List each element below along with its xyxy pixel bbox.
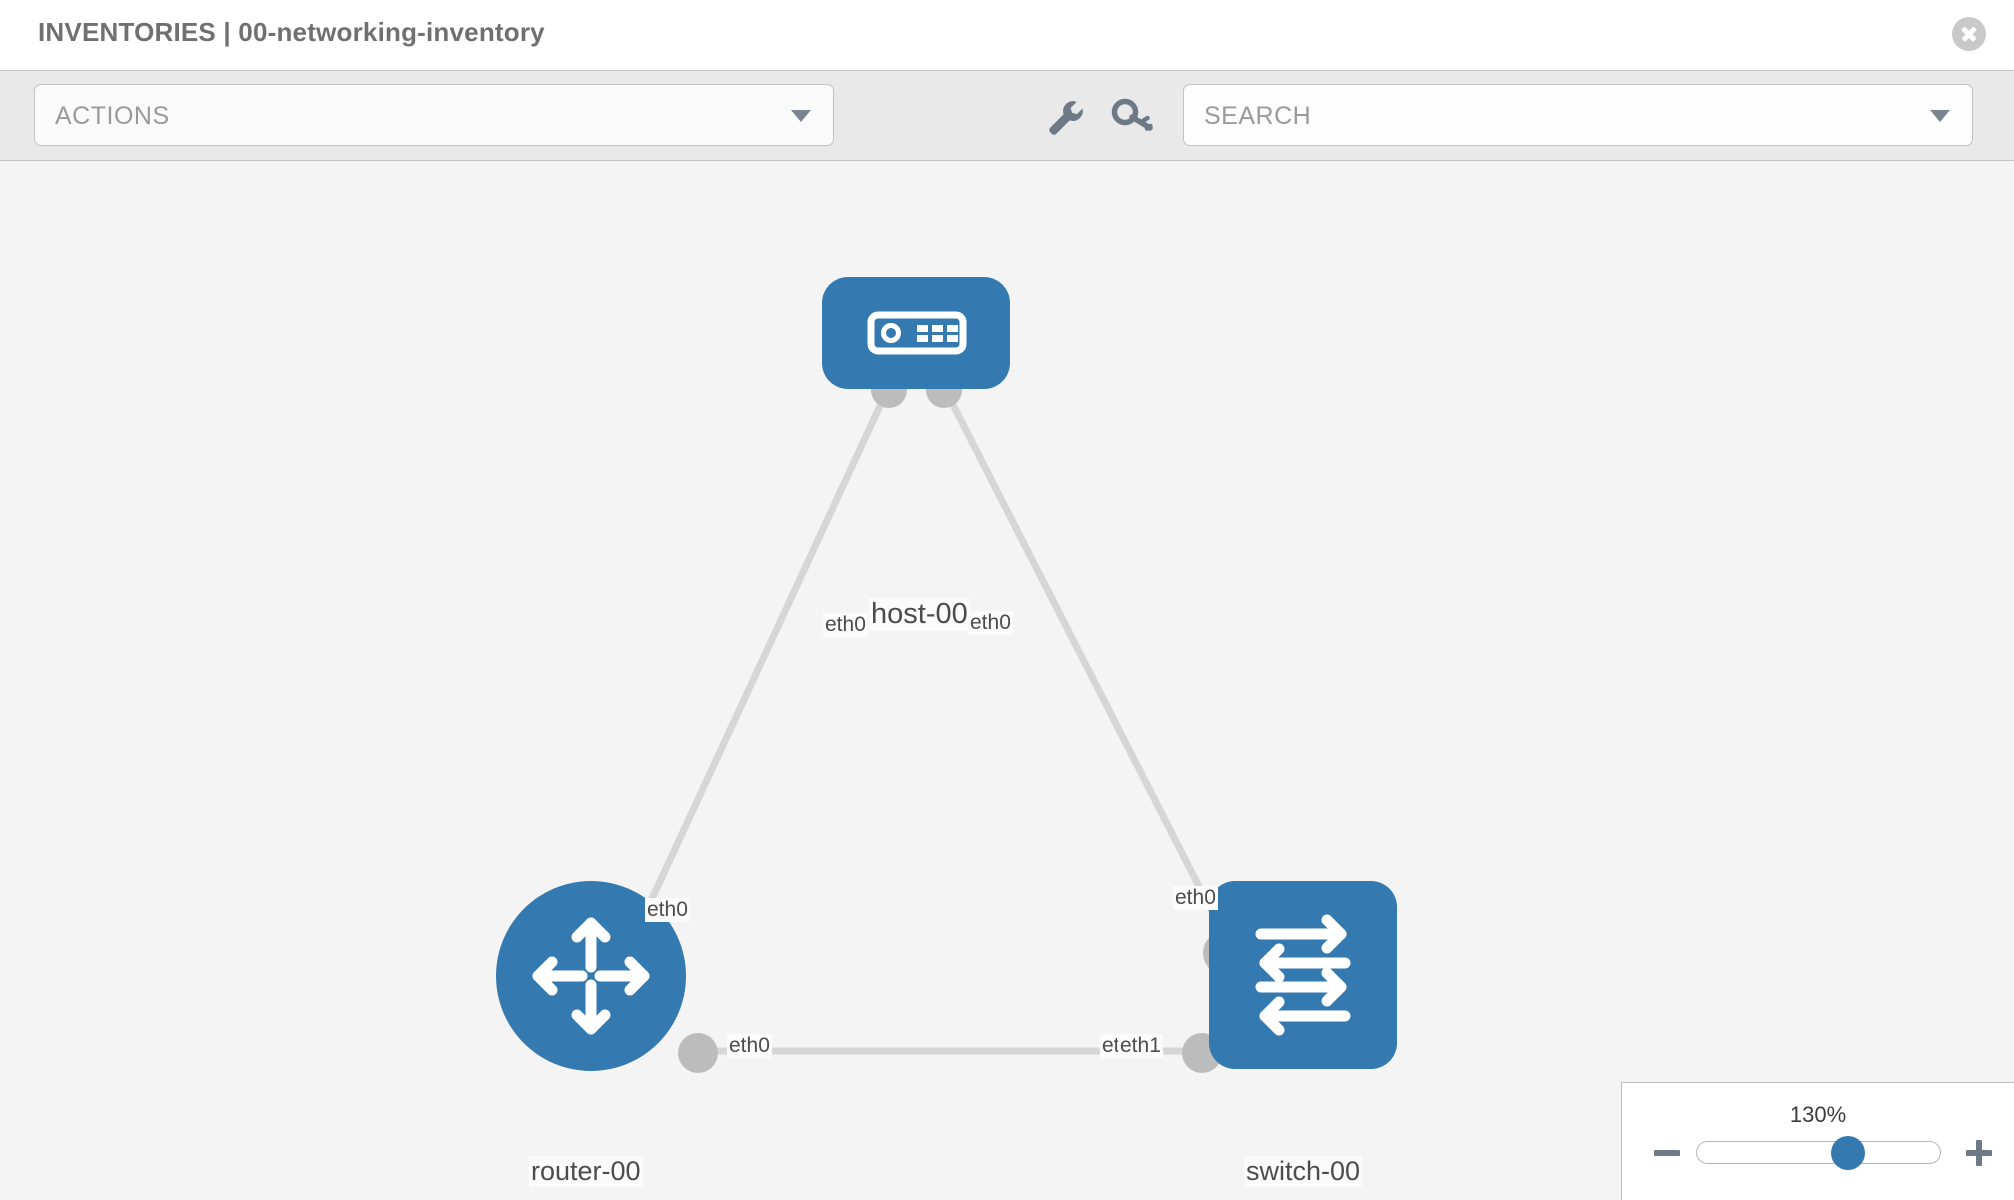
interface-label-switch-left-over: eth1 xyxy=(1118,1034,1163,1058)
zoom-in-button[interactable] xyxy=(1964,1138,1994,1168)
interface-label-switch-up: eth0 xyxy=(1173,886,1218,910)
link-router-host[interactable] xyxy=(646,391,890,905)
host-node-shape[interactable] xyxy=(822,277,1010,389)
topology-node-label-host-00: host-00 xyxy=(869,598,970,631)
zoom-level-label: 130% xyxy=(1789,1102,1847,1127)
key-icon[interactable] xyxy=(1110,97,1154,137)
topology-canvas[interactable]: host-00 router-00 switch-00 eth0 eth0 xyxy=(0,161,2014,1200)
interface-label-router-right: eth0 xyxy=(727,1034,772,1058)
close-icon[interactable] xyxy=(1952,17,1986,51)
page-header: INVENTORIES | 00-networking-inventory xyxy=(0,0,2014,70)
toolbar: ACTIONS xyxy=(0,70,2014,161)
interface-label-router-up: eth0 xyxy=(645,898,690,922)
zoom-slider-thumb[interactable] xyxy=(1830,1136,1865,1170)
chevron-down-icon xyxy=(791,110,811,122)
topology-node-label-router-00: router-00 xyxy=(529,1156,643,1187)
search-input[interactable] xyxy=(1202,85,1896,147)
zoom-control-panel: 130% xyxy=(1621,1082,2014,1200)
zoom-out-button[interactable] xyxy=(1652,1138,1682,1168)
plus-icon-vertical xyxy=(1976,1140,1982,1166)
wrench-icon[interactable] xyxy=(1043,97,1087,137)
actions-dropdown-label: ACTIONS xyxy=(55,102,170,130)
switch-node-shape[interactable] xyxy=(1209,881,1397,1069)
zoom-slider-track[interactable] xyxy=(1696,1136,1941,1170)
topology-node-label-switch-00: switch-00 xyxy=(1244,1156,1363,1187)
interface-label-host-left: eth0 xyxy=(823,613,868,637)
minus-icon xyxy=(1654,1150,1680,1156)
interface-dot-router-right[interactable] xyxy=(678,1033,718,1073)
page-title: INVENTORIES | 00-networking-inventory xyxy=(38,17,545,47)
actions-dropdown[interactable]: ACTIONS xyxy=(34,84,834,146)
search-field[interactable] xyxy=(1183,84,1973,147)
interface-label-host-right: eth0 xyxy=(968,611,1013,635)
chevron-down-icon[interactable] xyxy=(1930,110,1950,122)
topology-node-host-00[interactable] xyxy=(822,277,1010,389)
link-host-switch[interactable] xyxy=(943,391,1236,953)
topology-node-switch-00[interactable] xyxy=(1209,881,1397,1069)
